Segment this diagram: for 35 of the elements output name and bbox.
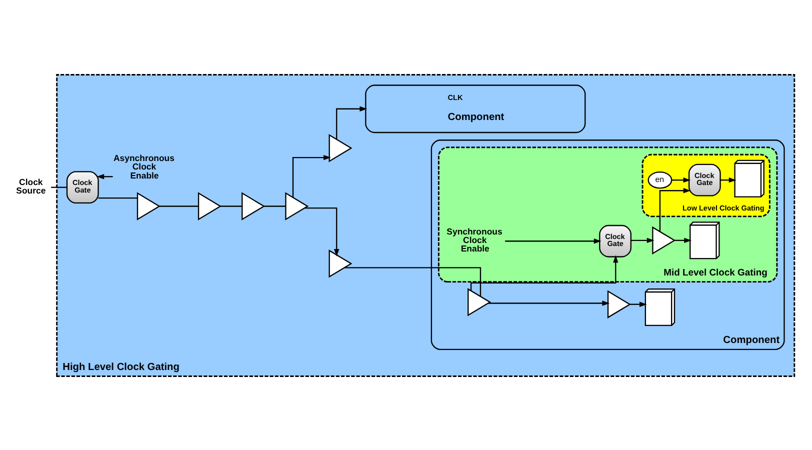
arrow — [292, 154, 331, 197]
node-ellipse: en — [648, 171, 672, 188]
arrow — [336, 106, 368, 139]
arrow — [96, 174, 113, 179]
node-triangle — [328, 134, 352, 162]
node-box: Clock Gate — [599, 224, 632, 257]
node-triangle — [652, 226, 676, 254]
arrow — [659, 188, 691, 231]
connector — [160, 205, 198, 206]
arrow — [674, 237, 692, 242]
node-box: CLK Component — [365, 84, 586, 133]
node-text: Clock Source — [16, 176, 46, 196]
connector — [264, 205, 286, 206]
arrow — [488, 300, 610, 306]
node-triangle — [607, 290, 631, 318]
arrow — [304, 206, 340, 256]
arrow — [672, 176, 691, 182]
node-text: Synchronous Clock Enable — [446, 226, 502, 254]
node-text: Asynchronous Clock Enable — [114, 152, 174, 180]
arrow — [505, 238, 602, 244]
arrow — [470, 254, 618, 290]
node-box: Clock Gate — [688, 163, 721, 196]
node-triangle — [285, 192, 309, 220]
arrow — [720, 176, 736, 182]
arrow — [630, 301, 647, 306]
node-triangle — [242, 192, 266, 220]
connector — [220, 205, 242, 206]
node-box: Clock Gate — [66, 170, 99, 204]
connector — [98, 196, 138, 198]
node-triangle — [136, 192, 160, 220]
connector — [51, 186, 67, 188]
connector — [344, 266, 482, 296]
node-triangle — [468, 288, 492, 316]
arrow — [630, 237, 654, 242]
node-triangle — [198, 192, 222, 220]
